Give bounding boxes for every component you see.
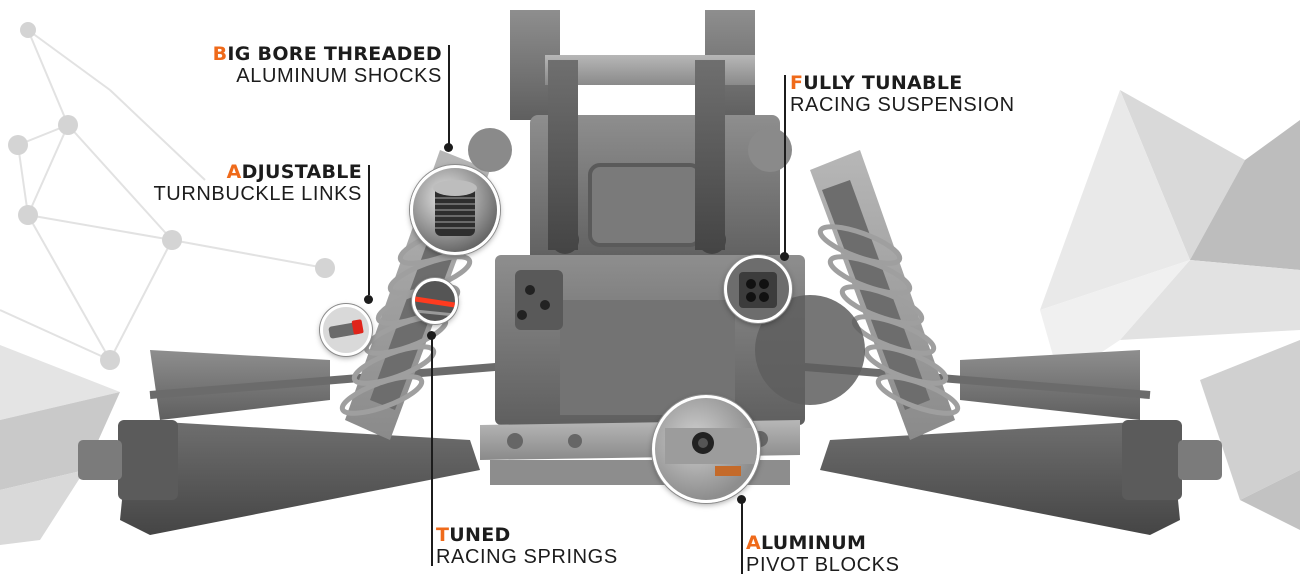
hub-right <box>1122 420 1182 500</box>
callout-turnbuckle: ADJUSTABLE TURNBUCKLE LINKS <box>153 161 362 205</box>
left-polygons <box>0 345 120 545</box>
callout-line-turnbuckle <box>368 165 370 295</box>
hub-left <box>118 420 178 500</box>
callout-subtitle: TURNBUCKLE LINKS <box>153 183 362 205</box>
callout-suspension: FULLY TUNABLE RACING SUSPENSION <box>790 72 1015 116</box>
callout-dot-suspension <box>780 252 789 261</box>
callout-subtitle: PIVOT BLOCKS <box>746 554 900 576</box>
callout-title: BIG BORE THREADED <box>212 43 442 65</box>
callout-subtitle: RACING SUSPENSION <box>790 94 1015 116</box>
motor-can <box>755 295 865 405</box>
shock-right <box>748 128 961 440</box>
callout-title: ALUMINUM <box>746 532 867 554</box>
network-nodes <box>8 22 335 370</box>
callout-line-suspension <box>784 75 786 255</box>
right-polygons <box>1040 90 1300 530</box>
callout-line-springs <box>431 338 433 566</box>
callout-title: FULLY TUNABLE <box>790 72 963 94</box>
lens-pivot-block <box>652 395 760 503</box>
callout-title: ADJUSTABLE <box>226 161 362 183</box>
network-lines <box>0 29 326 361</box>
shock-tower <box>510 10 780 265</box>
callout-dot-shocks <box>444 143 453 152</box>
lens-spring <box>412 278 458 324</box>
lens-shock-cap <box>410 165 500 255</box>
lens-turnbuckle <box>320 304 372 356</box>
callout-springs: TUNED RACING SPRINGS <box>436 524 618 568</box>
bulkhead <box>495 255 805 425</box>
callout-line-shocks <box>448 45 450 148</box>
callout-dot-pivot <box>737 495 746 504</box>
lens-suspension <box>724 255 792 323</box>
callout-dot-springs <box>427 331 436 340</box>
callout-pivot: ALUMINUM PIVOT BLOCKS <box>746 532 900 576</box>
callout-title: TUNED <box>436 524 511 546</box>
callout-subtitle: RACING SPRINGS <box>436 546 618 568</box>
callout-subtitle: ALUMINUM SHOCKS <box>236 65 442 87</box>
callout-dot-turnbuckle <box>364 295 373 304</box>
callout-line-pivot <box>741 500 743 574</box>
callout-shocks: BIG BORE THREADED ALUMINUM SHOCKS <box>212 43 442 87</box>
